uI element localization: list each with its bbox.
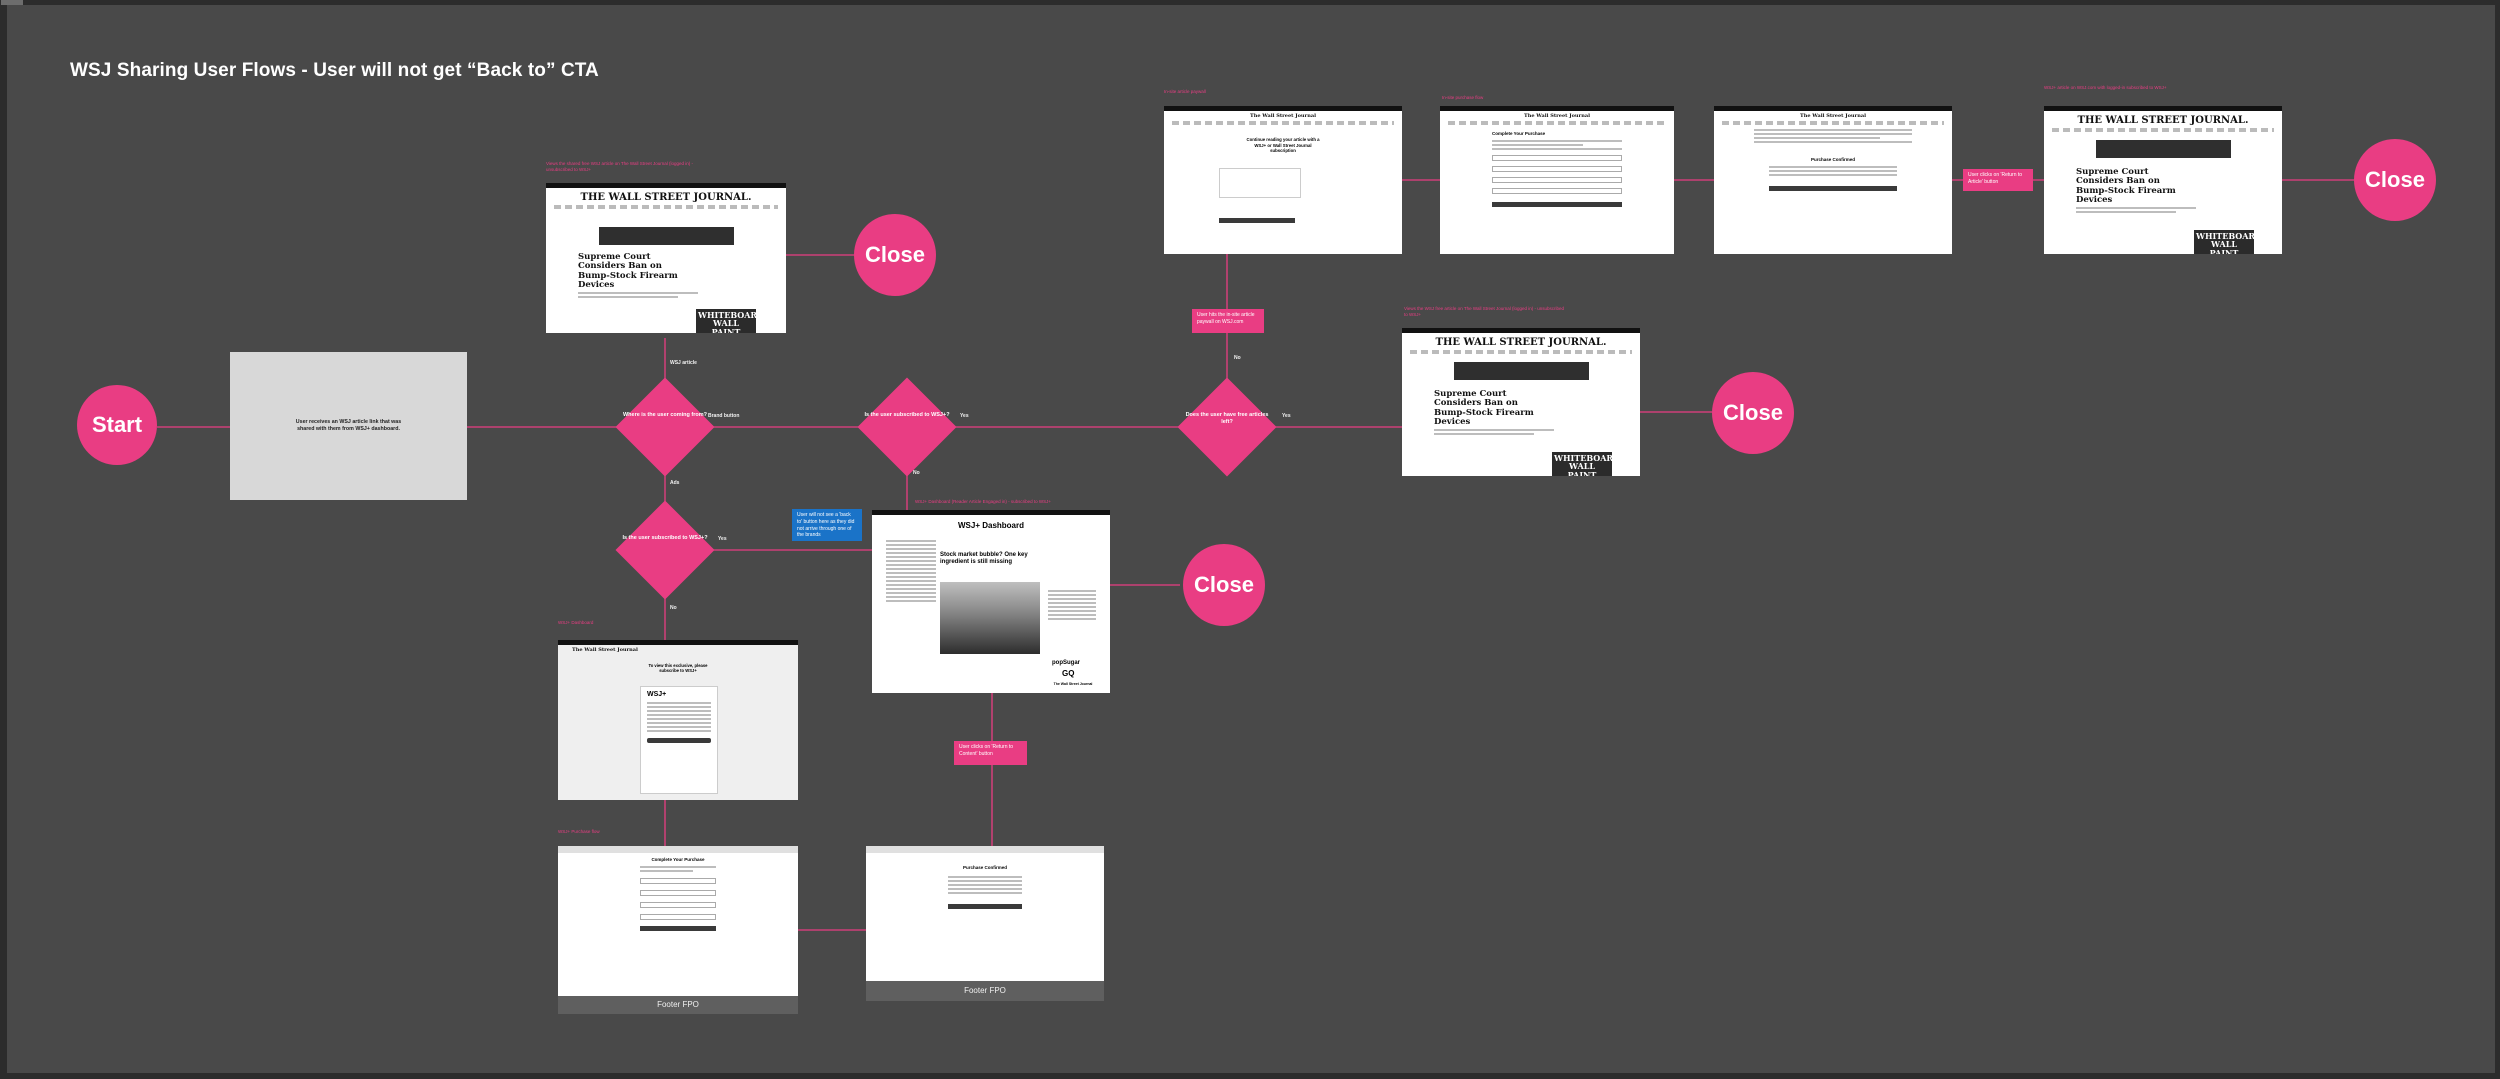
caption-wsj-dash: WSJ+ Dashboard [558, 620, 594, 625]
dashboard-title: WSJ+ Dashboard [957, 521, 1024, 530]
screen-wsj-purchase-flow: Complete Your Purchase Footer FPO [558, 846, 798, 1014]
close-node-dashboard[interactable]: Close [1183, 544, 1265, 626]
close-node-top-right[interactable]: Close [2354, 139, 2436, 221]
masthead: THE WALL STREET JOURNAL. [580, 192, 752, 203]
flow-title: WSJ Sharing User Flows - User will not g… [70, 60, 599, 81]
label-yes-3: Yes [718, 536, 727, 542]
caption-free-article: Views the WSJ free article on The Wall S… [1404, 306, 1564, 317]
screen-purchase: The Wall Street Journal Complete Your Pu… [1440, 106, 1674, 254]
screen-wsj-dashboard-article: WSJ+ Dashboard Stock market bubble? One … [872, 510, 1110, 693]
receive-link-box: User receives an WSJ article link that w… [230, 352, 467, 500]
decision-subscribed-top: Is the user subscribed to WSJ+? [857, 377, 957, 477]
screen-article-top: THE WALL STREET JOURNAL. Supreme Court C… [546, 183, 786, 333]
footer-fpo: Footer FPO [558, 996, 798, 1014]
caption-purchase-flow: WSJ+ Purchase flow [558, 829, 600, 834]
purchase-confirmed-heading: Purchase Confirmed [1810, 157, 1855, 162]
brand-wsj[interactable]: The Wall Street Journal [1053, 682, 1093, 686]
decision-where-coming-from: Where is the user coming from? [615, 377, 715, 477]
note-hits-paywall: User hits the in-site article paywall on… [1192, 309, 1264, 333]
label-brand-button: Brand button [708, 413, 740, 419]
decision-subscribed-bottom: Is the user subscribed to WSJ+? [615, 500, 715, 600]
paywall-prompt: Continue reading your article with a WSJ… [1246, 137, 1320, 154]
masthead-small: The Wall Street Journal [1250, 113, 1316, 119]
receive-link-text: User receives an WSJ article link that w… [295, 419, 402, 432]
screen-wsj-dashboard: The Wall Street Journal To view this exc… [558, 640, 798, 800]
subscribe-button[interactable] [647, 738, 711, 743]
label-no-3: No [670, 605, 677, 611]
note-return-to-article: User clicks on 'Return to Article' butto… [1963, 169, 2033, 191]
caption-paywall: In-site article paywall [1164, 89, 1206, 94]
label-no-1: No [913, 470, 920, 476]
complete-purchase-heading: Complete Your Purchase [1492, 131, 1546, 136]
dashboard-subscribe-prompt: To view this exclusive, please subscribe… [648, 663, 708, 674]
label-wsj-article: WSJ article [670, 360, 697, 366]
brand-popsugar[interactable]: popSugar [1052, 660, 1080, 666]
dashboard-headline: Stock market bubble? One key ingredient … [940, 552, 1028, 565]
canvas-tag [1, 0, 23, 5]
screen-purchase-confirm-top: The Wall Street Journal Purchase Confirm… [1714, 106, 1952, 254]
purchase-submit[interactable] [640, 926, 716, 931]
article-headline: Supreme Court Considers Ban on Bump-Stoc… [578, 252, 678, 291]
screen-final-article: THE WALL STREET JOURNAL. Supreme Court C… [2044, 106, 2282, 254]
label-ads: Ads [670, 480, 680, 486]
screen-purchase-confirmed: Purchase Confirmed Footer FPO [866, 846, 1104, 1001]
brand-gq[interactable]: GQ [1062, 669, 1075, 678]
dashboard-article-image [940, 582, 1040, 654]
wsj-plus-logo: WSJ+ [647, 691, 667, 698]
label-yes-1: Yes [960, 413, 969, 419]
screen-paywall: The Wall Street Journal Continue reading… [1164, 106, 1402, 254]
subscribe-card: WSJ+ [640, 686, 718, 794]
caption-purchase: In-site purchase flow [1442, 95, 1484, 100]
continue-button[interactable] [948, 904, 1022, 909]
caption-final-article: WSJ+ article on WSJ.com with logged-in s… [2044, 85, 2167, 90]
close-node-article[interactable]: Close [854, 214, 936, 296]
start-node[interactable]: Start [77, 385, 157, 465]
close-node-free-article[interactable]: Close [1712, 372, 1794, 454]
screen-free-article: THE WALL STREET JOURNAL. Supreme Court C… [1402, 328, 1640, 476]
decision-free-articles: Does the user have free articles left? [1177, 377, 1277, 477]
caption-dashboard: WSJ+ Dashboard (Reader Article Engaged i… [915, 499, 1052, 504]
caption-article-top: Views the shared free WSJ article on The… [546, 161, 693, 172]
note-no-back-button: User will not see a 'back to' button her… [792, 509, 862, 541]
footer-fpo-confirmed: Footer FPO [866, 981, 1104, 1001]
label-yes-2: Yes [1282, 413, 1291, 419]
note-return-to-content: User clicks on 'Return to Content' butto… [954, 741, 1027, 765]
label-no-2: No [1234, 355, 1241, 361]
whiteboard-ad: WHITEBOARD WALL PAINT [696, 309, 765, 333]
